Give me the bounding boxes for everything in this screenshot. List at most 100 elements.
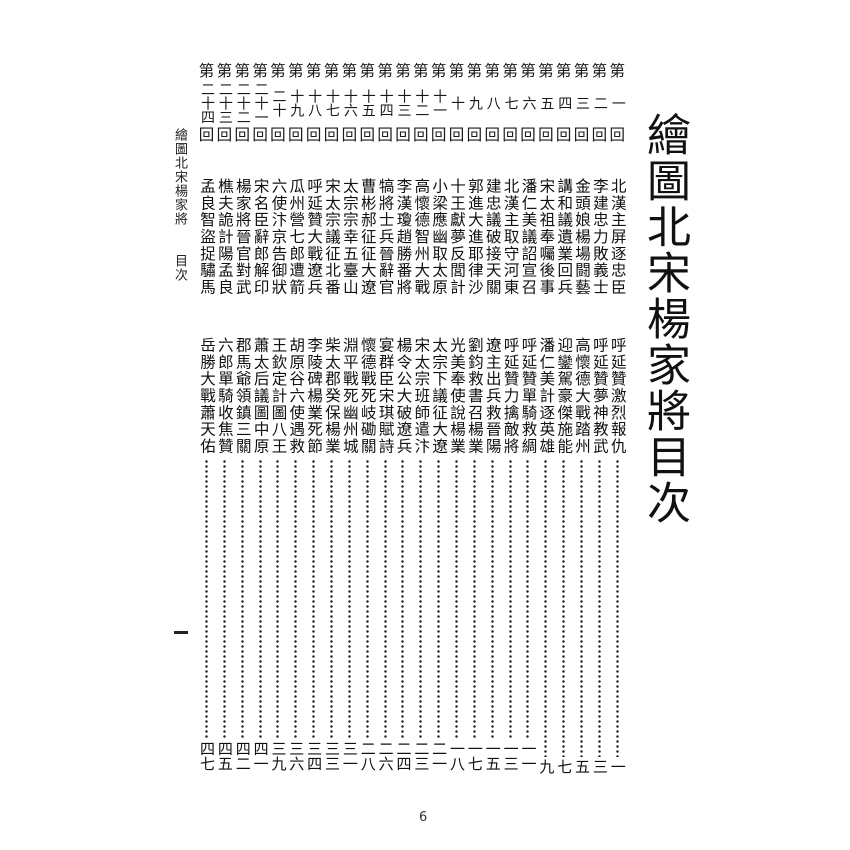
chapter-number-label: 第十二回 (412, 62, 429, 144)
toc-entry[interactable]: 蕭太后議圖中原四一 (252, 337, 270, 774)
toc-entry[interactable]: 建忠議破接天關 (484, 178, 502, 296)
toc-entry[interactable]: 六使汴京告御狀 (269, 178, 287, 296)
chapter-prefix: 第 (430, 62, 447, 80)
toc-entry[interactable]: 郭進大進耶律沙 (466, 178, 484, 296)
toc-entry[interactable]: 胡原谷六使遇救三六 (287, 337, 305, 774)
page-reference: 一五 (483, 740, 502, 771)
chapter-number-label: 第二十三回 (216, 62, 233, 144)
toc-entry[interactable]: 劉鈞救書召楊業一七 (466, 337, 484, 774)
chapter-number-label: 第一回 (609, 62, 626, 144)
chapter-suffix: 回 (520, 126, 536, 144)
toc-entry[interactable]: 宋名臣辭郎解印 (252, 178, 270, 296)
toc-entry[interactable]: 王欽定計圖八王三九 (269, 337, 288, 774)
chapter-title: 六郎單騎收焦贊 (215, 337, 234, 455)
page-reference: 九 (537, 758, 556, 774)
toc-entry[interactable]: 太宗下議征大遼二一 (430, 337, 448, 774)
toc-entry[interactable]: 高懷德大戰踏州五 (573, 337, 592, 774)
toc-entry[interactable]: 遼主出兵救晉陽一五 (483, 337, 502, 774)
chapter-prefix: 第 (288, 62, 304, 80)
toc-entry[interactable]: 潘仁美計逐英雄九 (537, 337, 556, 774)
chapter-number: 十五 (359, 89, 376, 117)
page-reference: 三三 (323, 740, 342, 771)
leader-dots (312, 458, 316, 739)
toc-entry[interactable]: 太宗宗幸五臺山 (341, 178, 359, 296)
chapter-number: 二十二 (234, 82, 251, 124)
toc-entry[interactable]: 呼延贊力擒敵將一三 (501, 337, 520, 774)
toc-entry[interactable]: 高懷德智州大戰 (412, 178, 430, 296)
leader-dots (294, 458, 298, 739)
toc-entry[interactable]: 光美奉使說楊業一八 (448, 337, 466, 774)
toc-entry[interactable]: 曹彬郝征征大遼 (358, 178, 377, 296)
toc-entry[interactable]: 潘仁美議詔宣召 (519, 178, 538, 296)
leader-dots (562, 458, 566, 757)
running-header-book-title: 繪圖北宋楊家將 (172, 128, 187, 226)
toc-entry[interactable]: 呼延贊大戰遼兵 (305, 178, 323, 296)
toc-entry[interactable]: 小梁應幽取太原 (430, 178, 448, 296)
chapter-number: 二十四 (199, 82, 215, 124)
toc-entry[interactable]: 楊令公大破遼兵二四 (394, 337, 412, 774)
lower-chapter-list: 呼延贊激烈報仇一呼延贊夢神教武三高懷德大戰踏州五迎鑾駕豪傑施能七潘仁美計逐英雄九… (198, 337, 627, 774)
toc-entry[interactable]: 十王獻夢反閭計 (448, 178, 467, 296)
chapter-prefix: 第 (573, 62, 590, 80)
chapter-title: 潘仁美議詔宣召 (519, 178, 538, 296)
toc-entry[interactable]: 六郎單騎收焦贊四五 (215, 337, 234, 774)
toc-entry[interactable]: 宴群臣宋琪賦詩二六 (377, 337, 395, 774)
chapter-title: 高懷德大戰踏州 (573, 337, 592, 455)
page-reference: 三九 (269, 740, 288, 771)
chapter-title: 岳勝大戰蕭天佑 (198, 337, 216, 455)
page-reference: 二八 (358, 740, 377, 771)
toc-entry[interactable]: 楊家將晉官對武 (233, 178, 252, 296)
toc-entry[interactable]: 宋太祖奉囑後事 (537, 178, 555, 296)
chapter-suffix: 回 (234, 126, 250, 144)
toc-entry[interactable]: 李漢瓊趙勝番將 (394, 178, 412, 296)
leader-dots (580, 458, 584, 757)
toc-entry[interactable]: 李陵碑楊業死節三四 (305, 337, 323, 774)
chapter-prefix: 第 (413, 62, 429, 80)
chapter-title: 楊家將晉官對武 (233, 178, 252, 296)
toc-entry[interactable]: 柴太郡癸保楊業三三 (323, 337, 342, 774)
chapter-number: 十六 (341, 89, 358, 117)
chapter-title: 呼延贊力擒敵將 (501, 337, 520, 455)
chapter-title: 曹彬郝征征大遼 (358, 178, 377, 296)
toc-entry[interactable]: 北漢主屏逐忠臣 (609, 178, 627, 296)
chapter-prefix: 第 (448, 62, 465, 80)
chapter-number-label: 第七回 (502, 62, 518, 144)
toc-entry[interactable]: 淵平戰死幽州城三一 (340, 337, 359, 774)
toc-entry[interactable]: 迎鑾駕豪傑施能七 (555, 337, 574, 774)
chapter-suffix: 回 (323, 126, 340, 144)
chapter-title: 李建忠力敗義士 (590, 178, 609, 296)
chapter-prefix: 第 (323, 62, 340, 80)
toc-entry[interactable]: 李建忠力敗義士 (590, 178, 609, 296)
toc-entry[interactable]: 孟良智盜捉驌馬 (198, 178, 216, 296)
toc-entry[interactable]: 講和議遺業回兵 (555, 178, 573, 296)
chapter-suffix: 回 (305, 126, 322, 144)
toc-entry[interactable]: 樵夫詭計陽孟良 (216, 178, 234, 296)
page-reference: 三一 (340, 740, 359, 771)
toc-entry[interactable]: 犒將士兵晉辭官 (377, 178, 395, 296)
page-reference: 七 (555, 758, 574, 774)
toc-entry[interactable]: 宋太宗班師遣汴二三 (412, 337, 430, 774)
chapter-title: 潘仁美計逐英雄 (537, 337, 556, 455)
toc-entry[interactable]: 呼延贊激烈報仇一 (609, 337, 627, 774)
toc-entry[interactable]: 瓜州營七郎遭箭 (287, 178, 305, 296)
toc-entry[interactable]: 呼延贊夢神教武三 (591, 337, 609, 774)
toc-entry[interactable]: 懷德戰死岐磡關二八 (358, 337, 377, 774)
toc-entry[interactable]: 岳勝大戰蕭天佑四七 (198, 337, 216, 774)
toc-entry[interactable]: 呼延贊單騎救綢一一 (519, 337, 537, 774)
chapter-number: 二十 (270, 89, 287, 117)
chapter-number: 十一 (431, 89, 448, 117)
chapter-title: 十王獻夢反閭計 (448, 178, 467, 296)
chapter-suffix: 回 (466, 126, 483, 144)
margin-folio-mark (174, 631, 188, 634)
toc-entry[interactable]: 郡馬爺領鎮三關四二 (234, 337, 252, 774)
chapter-number: 二 (591, 96, 608, 110)
toc-entry[interactable]: 北漢主取守河東 (502, 178, 520, 296)
chapter-suffix: 回 (341, 126, 358, 144)
chapter-number-label: 第二十一回 (252, 62, 268, 144)
chapter-prefix: 第 (609, 62, 626, 80)
chapter-number-label: 第二十二回 (234, 62, 251, 144)
toc-entry[interactable]: 金頭娘楊場闘藝 (573, 178, 591, 296)
chapter-prefix: 第 (198, 62, 215, 80)
toc-entry[interactable]: 宋太宗議征北番 (323, 178, 341, 296)
chapter-prefix: 第 (395, 62, 411, 80)
